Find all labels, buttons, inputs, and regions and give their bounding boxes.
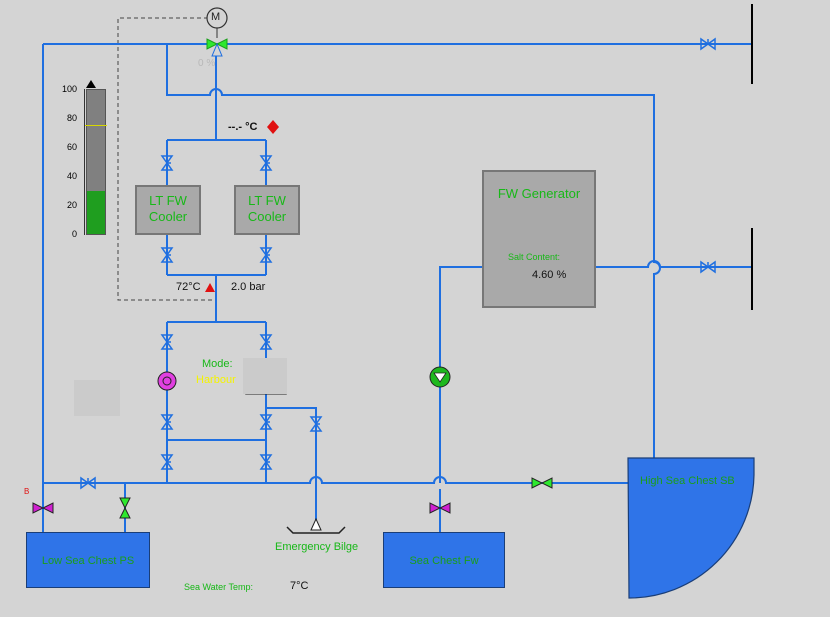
mode-label: Mode: [202,358,233,370]
gauge-tick: 100 [61,84,77,94]
fw-generator-title: FW Generator [497,186,581,201]
level-gauge-fill [87,190,105,234]
control-signal-line [117,17,212,301]
cooler-outlet-temp: 72°C [176,281,201,293]
low-sea-chest-magenta-valve-icon [32,502,54,514]
sea-water-temp-label: Sea Water Temp: [184,582,254,592]
high-sea-chest-tank [627,457,755,599]
gauge-tick: 60 [66,142,77,152]
motor-label: M [211,11,221,23]
lt-fw-cooler-1[interactable]: LT FW Cooler [135,185,201,235]
low-sea-chest-green-valve-icon [119,497,131,519]
salt-content-value: 4.60 % [532,269,567,281]
gauge-tick: 80 [66,113,77,123]
bilge-well-icon [286,517,346,534]
level-gauge-marker-icon [86,80,96,88]
cooler-label: LT FW Cooler [148,193,188,224]
cooler-outlet-pressure: 2.0 bar [231,281,266,293]
mode-value[interactable]: Harbour [196,374,236,386]
three-way-valve-icon [206,38,228,57]
tank-label: Sea Chest Fw [409,555,479,567]
fw-generator[interactable]: FW Generator Salt Content: 4.60 % [482,170,596,308]
valve-tag: B [24,487,30,496]
sea-water-temp-value: 7°C [290,580,309,592]
gauge-tick: 20 [66,200,77,210]
cooler-inlet-temp-value: --.- °C [228,121,258,133]
cooler-label: LT FW Cooler [247,193,287,224]
salt-content-label: Salt Content: [508,252,561,262]
sea-chest-fw-tank[interactable]: Sea Chest Fw [383,532,505,588]
level-gauge [85,89,107,235]
sea-chest-fw-valve-icon [429,502,451,514]
overboard-valve-position: 0 % [198,58,216,69]
fwg-pump-icon [429,366,451,388]
gauge-tick: 40 [66,171,77,181]
emergency-bilge-label: Emergency Bilge [275,541,359,553]
high-sea-chest-label: High Sea Chest SB [640,475,735,487]
pump-1-icon [157,371,177,391]
inlet-temp-alarm-icon [267,120,279,134]
tank-label: Low Sea Chest PS [41,555,135,567]
low-sea-chest-tank[interactable]: Low Sea Chest PS [26,532,150,588]
high-sea-chest-valve-icon [531,477,553,489]
outlet-temp-alarm-icon [205,283,215,292]
level-gauge-alarm-line [85,125,107,126]
gauge-tick: 0 [71,229,77,239]
lt-fw-cooler-2[interactable]: LT FW Cooler [234,185,300,235]
